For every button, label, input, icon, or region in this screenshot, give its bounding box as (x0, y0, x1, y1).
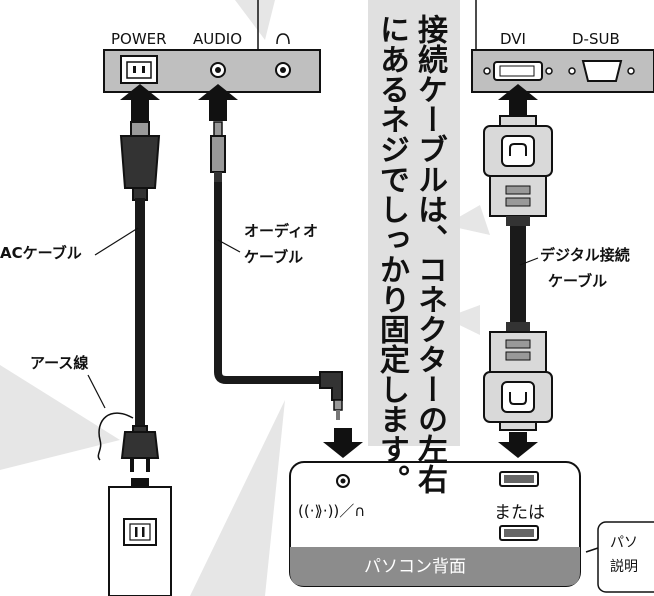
ac-cable (135, 198, 145, 428)
arrow-dvi-down (498, 432, 538, 458)
digital-cable-label-1: デジタル接続 (540, 246, 630, 264)
light-ray-bottom (190, 400, 285, 596)
dvi-connector-bottom (483, 322, 553, 431)
audio-cable-label-1: オーディオ (244, 222, 318, 240)
leader-digital (519, 257, 539, 266)
earth-wire-label: アース線 (30, 354, 89, 372)
audio-port-label: AUDIO (193, 30, 243, 48)
arrow-power-up (120, 84, 160, 121)
callout-line-1: 接続ケーブルは、コネクターの左右 (412, 14, 447, 494)
light-ray-right-lower (445, 305, 480, 335)
power-port-label: POWER (111, 30, 167, 48)
callout-line-2: にあるネジでしっかり固定します。 (374, 14, 409, 494)
light-ray-left (0, 365, 120, 470)
dvi-port-label: DVI (500, 30, 526, 48)
earth-wire (97, 412, 134, 461)
side-note-line-1: パソ (610, 535, 638, 551)
audio-plug-top (210, 121, 226, 182)
light-ray-top (235, 0, 275, 40)
arrow-audio-down (323, 428, 363, 458)
wall-outlet (108, 486, 172, 596)
pc-or-text: または (494, 503, 545, 523)
dsub-port-icon (581, 60, 623, 82)
audio-plug-bottom (319, 371, 343, 420)
pc-panel-label: パソコン背面 (364, 557, 466, 577)
side-note-box (597, 521, 654, 593)
leader-earth (87, 374, 106, 409)
dsub-port-label: D-SUB (572, 30, 620, 48)
ac-plug-top (119, 121, 161, 201)
audio-cable-label-2: ケーブル (244, 248, 304, 266)
digital-cable (510, 226, 526, 322)
dvi-port-icon (493, 61, 543, 81)
ac-plug-bottom (120, 425, 160, 472)
dvi-connector-top (483, 115, 553, 226)
side-note-line-2: 説明 (610, 559, 638, 575)
callout-box (368, 0, 460, 446)
arrow-audio-up (198, 84, 238, 121)
pc-audio-symbol: ((·⟫·))／∩ (298, 502, 366, 520)
headphone-icon (276, 33, 290, 45)
ac-cable-label: ACケーブル (0, 244, 82, 262)
leader-ac (94, 227, 139, 256)
arrow-dvi-up (498, 84, 538, 117)
pc-back-panel (289, 461, 581, 587)
digital-cable-label-2: ケーブル (548, 272, 608, 290)
audio-cable (214, 182, 322, 384)
leader-audio (217, 239, 241, 253)
